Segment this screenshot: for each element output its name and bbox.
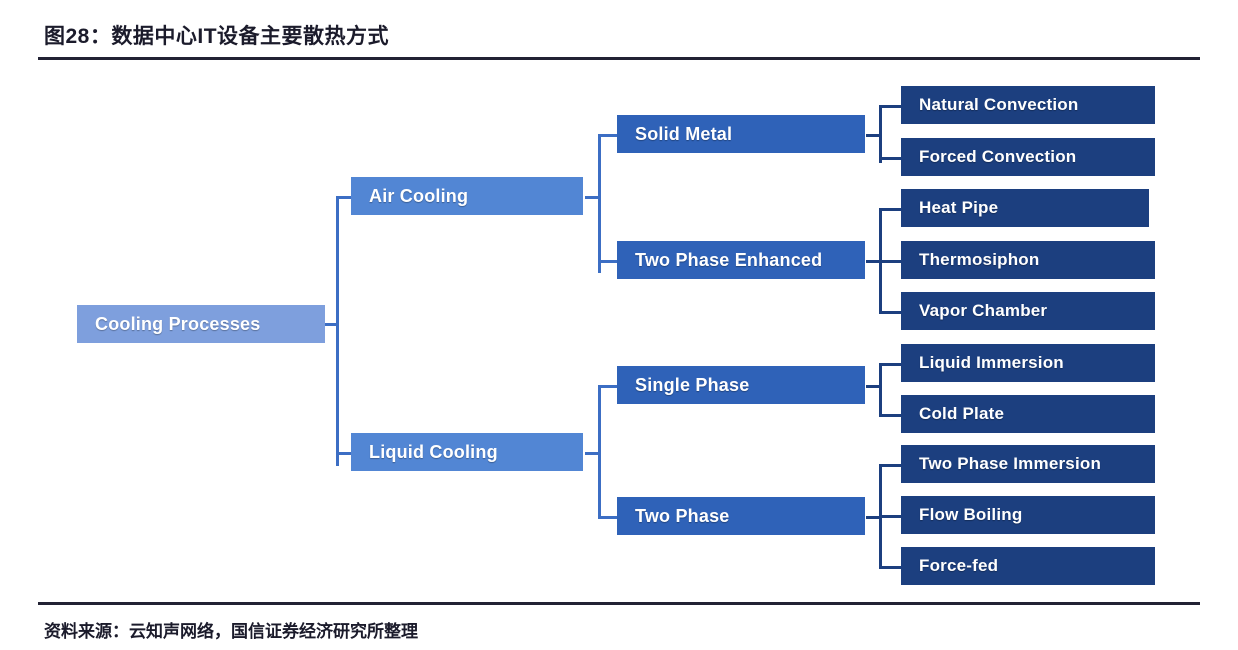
connector-to-flow-boiling bbox=[879, 515, 903, 518]
node-natural-convection[interactable]: Natural Convection bbox=[901, 86, 1155, 124]
node-label: Two Phase Enhanced bbox=[635, 249, 823, 270]
node-label: Flow Boiling bbox=[919, 505, 1023, 524]
title-divider bbox=[38, 57, 1200, 60]
connector-to-liquid-immersion bbox=[879, 363, 903, 366]
node-liquid-immersion[interactable]: Liquid Immersion bbox=[901, 344, 1155, 382]
connector-to-force-fed bbox=[879, 566, 903, 569]
cooling-processes-tree: Cooling Processes Air Cooling Liquid Coo… bbox=[0, 60, 1238, 600]
node-thermosiphon[interactable]: Thermosiphon bbox=[901, 241, 1155, 279]
node-label: Vapor Chamber bbox=[919, 301, 1048, 320]
connector-air-to-two-phase-enhanced bbox=[598, 260, 618, 263]
node-force-fed[interactable]: Force-fed bbox=[901, 547, 1155, 585]
connector-liquid-to-two-phase bbox=[598, 516, 618, 519]
connector-air-cooling-spine bbox=[598, 135, 601, 273]
node-solid-metal[interactable]: Solid Metal bbox=[617, 115, 865, 153]
node-flow-boiling[interactable]: Flow Boiling bbox=[901, 496, 1155, 534]
connector-root-to-liquid-cooling bbox=[336, 452, 352, 455]
connector-liquid-cooling-stub bbox=[585, 452, 601, 455]
node-cold-plate[interactable]: Cold Plate bbox=[901, 395, 1155, 433]
node-label: Heat Pipe bbox=[919, 198, 999, 217]
node-label: Single Phase bbox=[635, 374, 750, 395]
node-label: Natural Convection bbox=[919, 95, 1079, 114]
node-label: Two Phase Immersion bbox=[919, 454, 1102, 473]
connector-solid-metal-stub bbox=[866, 134, 882, 137]
node-two-phase-enhanced[interactable]: Two Phase Enhanced bbox=[617, 241, 865, 279]
node-forced-convection[interactable]: Forced Convection bbox=[901, 138, 1155, 176]
source-divider bbox=[38, 602, 1200, 605]
connector-air-to-solid-metal bbox=[598, 134, 618, 137]
node-label: Forced Convection bbox=[919, 147, 1077, 166]
connector-to-forced-convection bbox=[879, 157, 903, 160]
node-label: Liquid Immersion bbox=[919, 353, 1064, 372]
node-vapor-chamber[interactable]: Vapor Chamber bbox=[901, 292, 1155, 330]
connector-liquid-cooling-spine bbox=[598, 385, 601, 519]
connector-two-phase-enhanced-stub bbox=[866, 260, 882, 263]
node-label: Cold Plate bbox=[919, 404, 1005, 423]
node-liquid-cooling[interactable]: Liquid Cooling bbox=[351, 433, 583, 471]
connector-to-cold-plate bbox=[879, 414, 903, 417]
node-heat-pipe[interactable]: Heat Pipe bbox=[901, 189, 1149, 227]
node-label: Two Phase bbox=[635, 505, 730, 526]
node-label: Solid Metal bbox=[635, 123, 733, 144]
node-two-phase[interactable]: Two Phase bbox=[617, 497, 865, 535]
connector-solid-metal-spine bbox=[879, 105, 882, 163]
connector-liquid-to-single-phase bbox=[598, 385, 618, 388]
connector-single-phase-spine bbox=[879, 363, 882, 415]
node-two-phase-immersion[interactable]: Two Phase Immersion bbox=[901, 445, 1155, 483]
connector-to-vapor-chamber bbox=[879, 311, 903, 314]
connector-two-phase-stub bbox=[866, 516, 882, 519]
connector-single-phase-stub bbox=[866, 385, 882, 388]
figure-source: 资料来源：云知声网络，国信证券经济研究所整理 bbox=[44, 622, 418, 641]
connector-root-stub bbox=[325, 323, 339, 326]
node-air-cooling[interactable]: Air Cooling bbox=[351, 177, 583, 215]
node-label: Force-fed bbox=[919, 556, 999, 575]
node-single-phase[interactable]: Single Phase bbox=[617, 366, 865, 404]
connector-to-thermosiphon bbox=[879, 260, 903, 263]
connector-to-two-phase-immersion bbox=[879, 464, 903, 467]
node-label: Cooling Processes bbox=[95, 313, 261, 334]
node-label: Air Cooling bbox=[369, 185, 469, 206]
connector-to-natural-convection bbox=[879, 105, 903, 108]
connector-root-spine bbox=[336, 198, 339, 466]
connector-air-cooling-stub bbox=[585, 196, 601, 199]
page-title: 图28：数据中心IT设备主要散热方式 bbox=[44, 25, 390, 48]
connector-root-to-air-cooling bbox=[336, 196, 352, 199]
node-cooling-processes[interactable]: Cooling Processes bbox=[77, 305, 325, 343]
connector-to-heat-pipe bbox=[879, 208, 903, 211]
node-label: Liquid Cooling bbox=[369, 441, 498, 462]
node-label: Thermosiphon bbox=[919, 250, 1040, 269]
